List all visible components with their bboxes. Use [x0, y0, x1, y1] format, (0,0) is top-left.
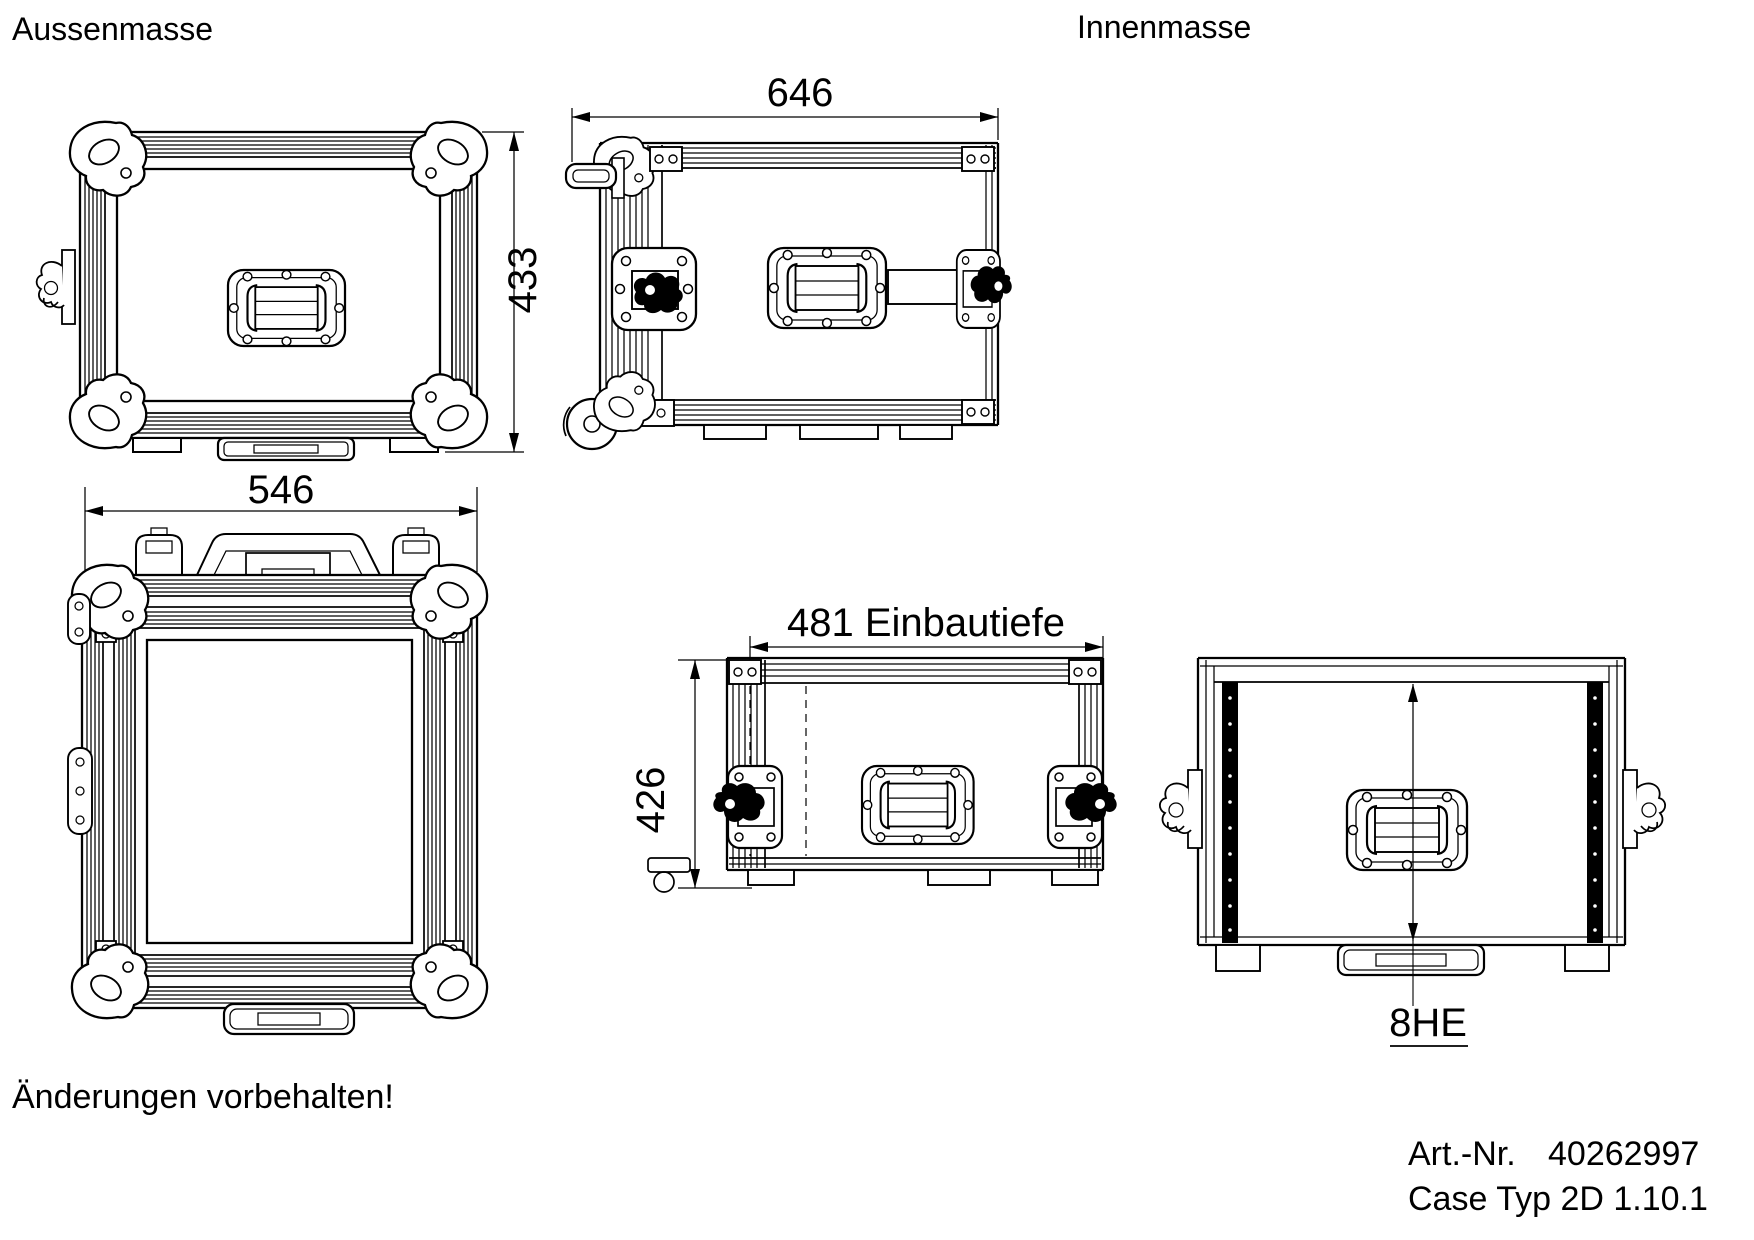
case-type: Case Typ 2D 1.10.1: [1408, 1180, 1708, 1218]
change-note: Änderungen vorbehalten!: [12, 1078, 394, 1116]
butterfly-latch-dish: [610, 246, 698, 332]
dimension-rack-units: 8HE: [1389, 684, 1468, 1047]
bottom-recessed-handle: [216, 436, 356, 462]
recessed-handle: [860, 764, 975, 846]
dimension-arrow: [509, 433, 519, 452]
dimension-arrow: [572, 112, 590, 122]
article-number-label: Art.-Nr.: [1408, 1135, 1516, 1173]
rivet-plate: [961, 146, 995, 172]
foot: [703, 424, 953, 440]
rack-rail: [1222, 682, 1603, 943]
foot: [132, 437, 439, 453]
tow-handle: [564, 157, 625, 199]
hinge: [67, 747, 93, 835]
dimension-arrow: [690, 660, 700, 679]
dimension-arrow: [509, 132, 519, 151]
dimension-side-width: 646: [571, 71, 999, 162]
lid-latch-profile: [135, 527, 183, 576]
dimension-arrow: [750, 642, 768, 652]
dimension-label-rack-units: 8HE: [1389, 1001, 1467, 1045]
dimension-section-height: 426: [629, 659, 752, 889]
hinge: [67, 593, 91, 645]
bottom-recessed-handle: [222, 1002, 356, 1036]
dimension-label-top-width: 546: [248, 468, 315, 512]
dimension-label-front-height: 433: [501, 247, 545, 314]
label-plate: [884, 269, 962, 305]
inner-section-title: Innenmasse: [1077, 9, 1251, 45]
handle-profile: [195, 533, 382, 576]
dimension-arrow: [980, 112, 998, 122]
butterfly-latch-icon: [35, 249, 76, 325]
dimension-label-section-height: 426: [629, 767, 673, 834]
dimension-arrow: [690, 869, 700, 888]
recessed-handle: [766, 246, 888, 330]
dimension-top-width: 546: [84, 468, 478, 572]
rivet-plate: [1068, 659, 1102, 685]
butterfly-latch: [1046, 764, 1118, 850]
dimension-label-install-depth: 481 Einbautiefe: [787, 601, 1065, 645]
top-view: [67, 527, 489, 1036]
dimension-label-side-width: 646: [767, 71, 834, 115]
recessed-handle: [226, 268, 347, 348]
lid-latch-profile: [392, 527, 440, 576]
inner-front-view: 8HE: [1158, 656, 1667, 1047]
rivet-plate: [728, 659, 762, 685]
front-view: [35, 120, 489, 462]
dimension-install-depth: 481 Einbautiefe: [749, 601, 1104, 660]
butterfly-latch: [955, 248, 1013, 329]
outer-section-title: Aussenmasse: [12, 11, 213, 47]
dimension-front-height: 433: [445, 131, 545, 453]
butterfly-latch: [712, 764, 784, 850]
dimension-arrow: [459, 506, 477, 516]
rivet-plate: [649, 146, 683, 172]
bottom-recessed-handle: [1336, 943, 1486, 977]
caster-bracket: [647, 857, 691, 893]
recessed-handle: [1345, 788, 1469, 872]
corner-rivet-plate: [95, 611, 464, 972]
foot: [1215, 944, 1610, 972]
dimension-arrow: [1408, 923, 1418, 941]
side-view: [562, 135, 1013, 451]
article-number-value: 40262997: [1548, 1135, 1699, 1173]
top-frame: [80, 573, 479, 1010]
dimension-arrow: [85, 506, 103, 516]
depth-section-view: [647, 656, 1118, 893]
rivet-plate: [961, 399, 995, 425]
dimension-arrow: [1408, 684, 1418, 702]
butterfly-latch-icon: [1622, 769, 1667, 849]
dimension-arrow: [1085, 642, 1103, 652]
rivet: [104, 597, 455, 986]
butterfly-latch-icon: [1158, 769, 1203, 849]
foot: [747, 869, 1099, 886]
